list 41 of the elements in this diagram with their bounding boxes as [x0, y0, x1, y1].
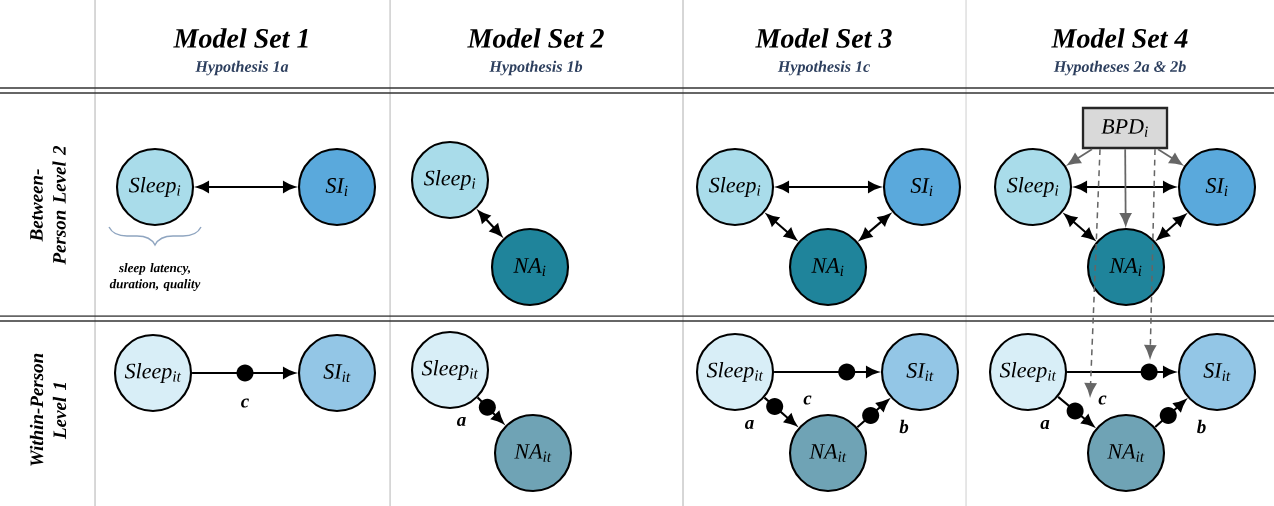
path-label: b [898, 418, 910, 435]
arrow [1074, 181, 1176, 193]
path-label: c [802, 394, 813, 406]
path-label: c [1097, 394, 1108, 406]
arrow [477, 210, 503, 237]
row-heading: Within-Person Level 1 [29, 353, 67, 466]
arrow [1157, 214, 1186, 240]
annotation-text: sleep latency, duration, quality [109, 263, 201, 291]
arrow [1067, 363, 1176, 381]
arrow [776, 181, 881, 193]
arrow [1144, 148, 1157, 358]
hypothesis-label: Hypothesis 1a [195, 60, 289, 76]
hypothesis-label: Hypotheses 2a & 2b [1053, 60, 1186, 76]
column-heading: Model Set 4 [1051, 28, 1188, 48]
arrow [856, 399, 889, 428]
arrow [476, 396, 504, 424]
arrow [196, 181, 296, 193]
hypothesis-label: Hypothesis 1b [489, 60, 583, 76]
arrow [1154, 399, 1187, 428]
path-label: a [455, 415, 468, 428]
path-label: a [743, 418, 756, 431]
hypothesis-label: Hypothesis 1c [777, 60, 870, 76]
arrow [859, 213, 891, 241]
arrow [1119, 148, 1132, 226]
column-heading: Model Set 3 [755, 28, 892, 48]
arrow [763, 396, 797, 426]
arrow [1084, 148, 1101, 397]
column-heading: Model Set 1 [173, 28, 308, 48]
path-label: b [1195, 418, 1208, 435]
arrow [192, 364, 296, 382]
arrow [1057, 396, 1095, 427]
arrow [1157, 148, 1183, 166]
arrow [774, 363, 879, 381]
column-heading: Model Set 2 [467, 28, 604, 48]
variable-box: BPD$_{i}$ [1081, 106, 1169, 150]
row-heading: Between-Person Level 2 [30, 145, 66, 265]
path-label: a [1039, 418, 1051, 431]
arrow [1064, 213, 1095, 241]
arrow [1067, 148, 1093, 166]
path-label: c [239, 397, 251, 409]
arrow [766, 213, 797, 241]
